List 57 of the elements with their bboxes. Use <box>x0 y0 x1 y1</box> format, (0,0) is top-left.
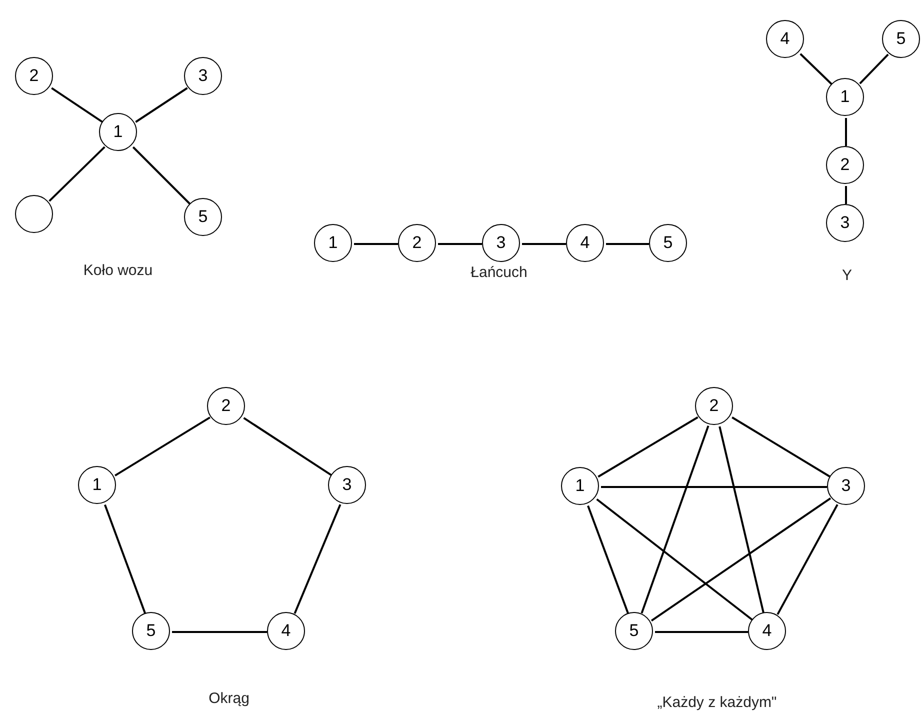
graph-node: 5 <box>882 20 920 58</box>
connector-line <box>845 118 847 146</box>
connector-line <box>104 504 146 614</box>
connector-line <box>354 243 398 245</box>
connector-line <box>601 486 827 488</box>
graph-node: 3 <box>184 57 222 95</box>
graph-node: 1 <box>314 224 352 262</box>
graph-node: 1 <box>78 466 116 504</box>
connector-line <box>596 498 753 621</box>
graph-node: 5 <box>184 198 222 236</box>
connector-line <box>114 416 210 476</box>
graph-node <box>15 195 53 233</box>
graph-caption: Łańcuch <box>470 264 528 281</box>
graph-node: 3 <box>328 466 366 504</box>
graph-node: 2 <box>695 387 733 425</box>
graph-node: 3 <box>827 467 865 505</box>
graph-node: 5 <box>649 224 687 262</box>
connector-line <box>132 146 191 205</box>
connector-line <box>845 186 847 204</box>
graph-caption: Y <box>842 267 852 284</box>
graph-node: 2 <box>15 57 53 95</box>
graph-node: 5 <box>132 612 170 650</box>
connector-line <box>172 631 267 633</box>
connector-line <box>859 54 889 84</box>
graph-node: 5 <box>615 612 653 650</box>
connector-line <box>51 87 103 123</box>
connector-line <box>718 426 764 613</box>
connector-line <box>650 497 832 622</box>
connector-line <box>294 504 342 614</box>
connector-line <box>655 631 748 633</box>
graph-node: 2 <box>398 224 436 262</box>
connector-line <box>732 416 830 478</box>
graph-node: 1 <box>826 78 864 116</box>
graph-node: 1 <box>561 467 599 505</box>
graph-caption: Koło wozu <box>83 262 153 279</box>
connector-line <box>598 416 698 478</box>
connector-line <box>800 53 832 85</box>
connector-line <box>606 243 649 245</box>
graph-node: 3 <box>826 204 864 242</box>
graph-caption: Okrąg <box>208 690 250 707</box>
graph-node: 4 <box>748 612 786 650</box>
connector-line <box>135 87 188 123</box>
connector-line <box>522 243 566 245</box>
connector-line <box>438 243 482 245</box>
graph-node: 1 <box>99 113 137 151</box>
graph-node: 4 <box>267 612 305 650</box>
connector-line <box>640 426 710 614</box>
graph-node: 2 <box>826 146 864 184</box>
connector-line <box>48 146 106 202</box>
connector-line <box>587 505 629 614</box>
graph-node: 4 <box>766 20 804 58</box>
graph-node: 3 <box>482 224 520 262</box>
graph-node: 4 <box>566 224 604 262</box>
connector-line <box>776 504 838 615</box>
connector-line <box>243 417 332 476</box>
graph-caption: „Każdy z każdym" <box>657 694 777 711</box>
graph-node: 2 <box>207 387 245 425</box>
